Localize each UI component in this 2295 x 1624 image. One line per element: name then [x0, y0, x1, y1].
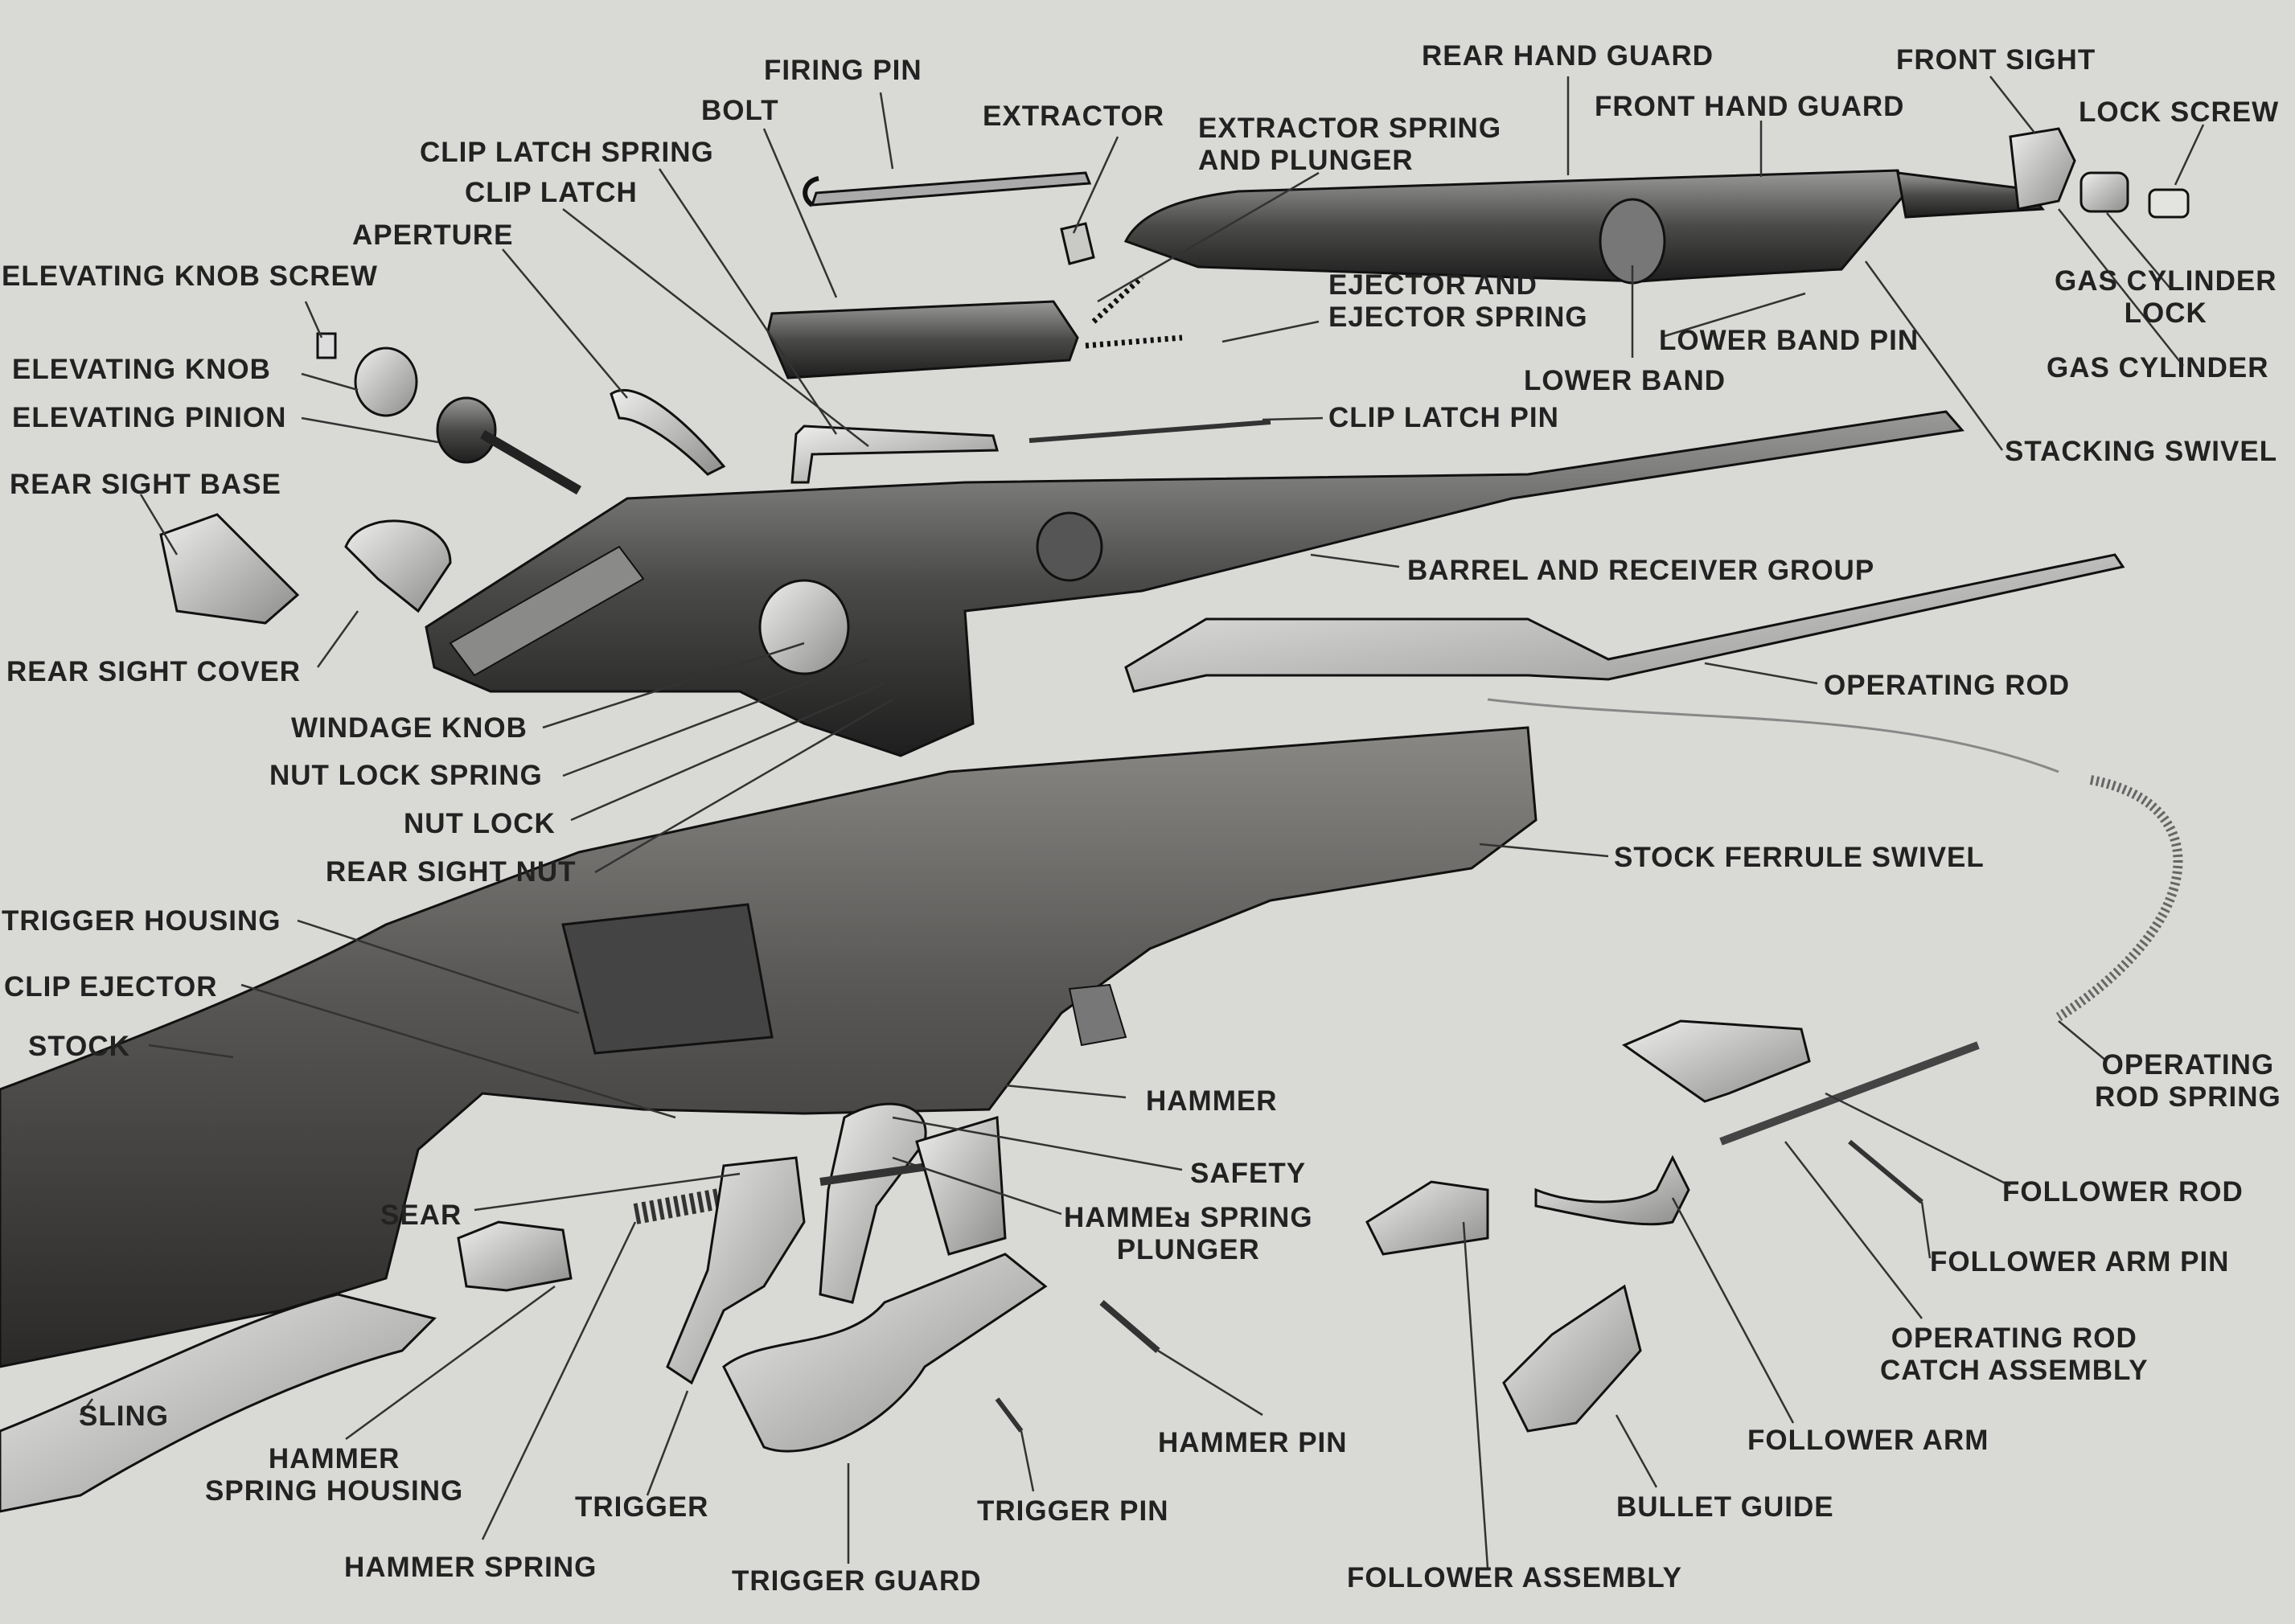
label-gas-cylinder-lock: GAS CYLINDER LOCK — [2055, 265, 2277, 329]
label-stock: STOCK — [28, 1031, 130, 1062]
label-follower-arm: FOLLOWER ARM — [1747, 1425, 1989, 1456]
trigger-group-parts — [457, 1102, 1160, 1453]
label-trigger-pin: TRIGGER PIN — [977, 1495, 1169, 1527]
label-bullet-guide: BULLET GUIDE — [1616, 1491, 1834, 1523]
label-clip-ejector: CLIP EJECTOR — [4, 971, 218, 1003]
label-lower-band-pin: LOWER BAND PIN — [1659, 325, 1919, 356]
bolt-part — [766, 275, 1183, 379]
stock-part — [0, 726, 1538, 1368]
label-hammer-spring: HAMMER SPRING — [344, 1552, 597, 1583]
operating-rod-part — [1124, 553, 2125, 773]
label-aperture: APERTURE — [352, 219, 514, 251]
operating-rod-spring-part — [2055, 775, 2183, 1022]
label-operating-rod-catch-assembly: OPERATING ROD CATCH ASSEMBLY — [1880, 1323, 2149, 1386]
label-rear-sight-cover: REAR SIGHT COVER — [6, 656, 302, 687]
label-follower-assembly: FOLLOWER ASSEMBLY — [1347, 1562, 1682, 1593]
label-firing-pin: FIRING PIN — [764, 55, 922, 86]
label-nut-lock: NUT LOCK — [404, 808, 556, 839]
follower-parts — [1365, 1019, 1980, 1433]
label-trigger: TRIGGER — [575, 1491, 709, 1523]
label-ejector-and-ejector-spring: EJECTOR AND EJECTOR SPRING — [1328, 269, 1588, 333]
label-trigger-guard: TRIGGER GUARD — [732, 1565, 982, 1597]
clip-latch-part — [790, 420, 1271, 484]
sling-part — [0, 1293, 437, 1513]
label-front-sight: FRONT SIGHT — [1896, 44, 2096, 76]
label-clip-latch: CLIP LATCH — [465, 177, 638, 208]
label-elevating-knob-screw: ELEVATING KNOB SCREW — [2, 260, 378, 292]
leader-lines — [80, 76, 2205, 1569]
label-stock-ferrule-swivel: STOCK FERRULE SWIVEL — [1614, 842, 1985, 873]
rear-sight-parts — [159, 332, 726, 625]
barrel-receiver-part — [425, 410, 1965, 757]
label-stacking-swivel: STACKING SWIVEL — [2005, 436, 2278, 467]
label-trigger-housing: TRIGGER HOUSING — [2, 905, 281, 937]
label-hammer: HAMMER — [1146, 1085, 1278, 1117]
label-rear-sight-base: REAR SIGHT BASE — [10, 469, 281, 500]
label-elevating-pinion: ELEVATING PINION — [12, 402, 287, 433]
label-operating-rod-spring: OPERATING ROD SPRING — [2095, 1049, 2281, 1113]
label-hammer-spring-housing: HAMMER SPRING HOUSING — [205, 1443, 464, 1507]
label-windage-knob: WINDAGE KNOB — [291, 712, 528, 744]
label-elevating-knob: ELEVATING KNOB — [12, 354, 271, 385]
label-front-hand-guard: FRONT HAND GUARD — [1595, 91, 1905, 122]
label-extractor-spring-and-plunger: EXTRACTOR SPRING AND PLUNGER — [1198, 113, 1502, 176]
label-clip-latch-pin: CLIP LATCH PIN — [1328, 402, 1559, 433]
label-hammer-pin: HAMMER PIN — [1158, 1427, 1348, 1458]
firing-pin-part — [803, 171, 1095, 265]
label-operating-rod: OPERATING ROD — [1824, 670, 2070, 701]
label-sear: SEAR — [380, 1200, 462, 1231]
label-extractor: EXTRACTOR — [983, 100, 1165, 132]
label-lock-screw: LOCK SCREW — [2079, 96, 2280, 128]
label-clip-latch-spring: CLIP LATCH SPRING — [420, 137, 714, 168]
label-follower-arm-pin: FOLLOWER ARM PIN — [1930, 1246, 2230, 1277]
label-lower-band: LOWER BAND — [1524, 365, 1726, 396]
label-bolt: BOLT — [701, 95, 779, 126]
label-barrel-and-receiver-group: BARREL AND RECEIVER GROUP — [1407, 555, 1875, 586]
label-rear-hand-guard: REAR HAND GUARD — [1422, 40, 1714, 72]
label-nut-lock-spring: NUT LOCK SPRING — [269, 760, 543, 791]
label-safety: SAFETY — [1190, 1158, 1307, 1189]
label-sling: SLING — [79, 1400, 169, 1432]
label-gas-cylinder: GAS CYLINDER — [2047, 352, 2269, 383]
hand-guard-part — [1123, 169, 2045, 285]
front-sight-part — [2009, 127, 2190, 219]
label-hammer-spring-plunger: HAMMEᴚ SPRING PLUNGER — [1064, 1202, 1313, 1265]
label-follower-rod: FOLLOWER ROD — [2002, 1176, 2244, 1208]
label-rear-sight-nut: REAR SIGHT NUT — [326, 856, 577, 888]
